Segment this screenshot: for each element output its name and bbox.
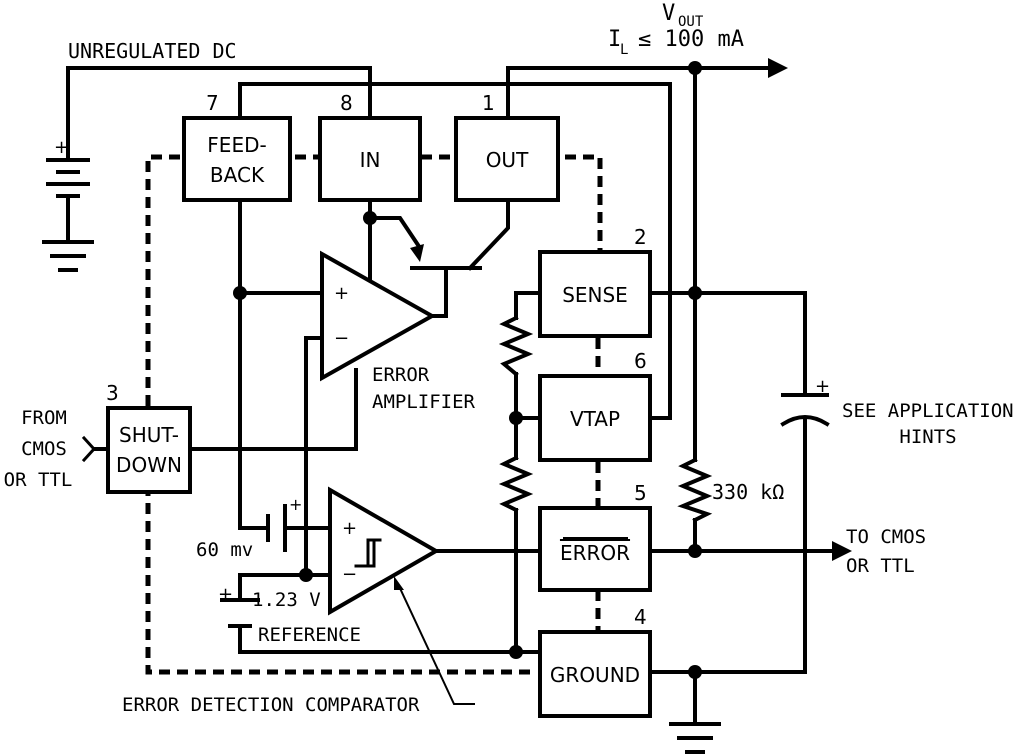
- comp-minus: −: [342, 564, 357, 585]
- supply-plus: +: [54, 137, 69, 158]
- pin-feedback: FEED- BACK 7: [182, 91, 292, 202]
- to-cmos-label-1: TO CMOS: [846, 526, 926, 548]
- unregulated-dc-label: UNREGULATED DC: [68, 39, 237, 63]
- pin-number-7: 7: [206, 91, 219, 115]
- error-amplifier: + −: [320, 250, 437, 382]
- comp-plus: +: [342, 518, 357, 539]
- amp-plus: +: [334, 283, 349, 304]
- vout-arrow: [768, 58, 788, 78]
- il-sub: L: [620, 42, 628, 58]
- output-capacitor: +: [780, 376, 830, 427]
- out-label: OUT: [486, 148, 529, 172]
- supply-battery: +: [46, 137, 90, 242]
- application-hints-label-2: HINTS: [899, 426, 956, 448]
- application-hints-label-1: SEE APPLICATION: [842, 400, 1014, 422]
- pin-out: OUT 1: [454, 91, 560, 202]
- capacitor-plus: +: [815, 376, 830, 397]
- reference-voltage-label: 1.23 V: [252, 589, 321, 611]
- in-label: IN: [360, 148, 381, 172]
- vtap-label: VTAP: [570, 407, 620, 431]
- vout-label: V OUT: [662, 1, 704, 30]
- resistor-divider-bottom: [498, 455, 534, 513]
- pin-number-4: 4: [634, 605, 647, 629]
- pin-vtap: VTAP 6: [538, 349, 652, 462]
- from-label-3: OR TTL: [4, 469, 73, 491]
- ground-icon: [669, 722, 721, 754]
- comparator-label: ERROR DETECTION COMPARATOR: [122, 694, 420, 716]
- reference-plus: +: [218, 584, 233, 605]
- pin-number-8: 8: [340, 91, 353, 115]
- pin-sense: SENSE 2: [538, 225, 652, 338]
- reference-battery: +: [218, 584, 260, 628]
- pin-number-6: 6: [634, 349, 647, 373]
- ground-label: GROUND: [550, 663, 640, 687]
- offset-plus: +: [289, 495, 302, 514]
- il-main: I: [608, 27, 621, 52]
- error-amplifier-label-1: ERROR: [372, 364, 430, 386]
- to-cmos-arrow: [832, 541, 852, 561]
- il-label: I L ≤ 100 mA: [608, 27, 744, 58]
- reference-label: REFERENCE: [258, 624, 361, 646]
- feedback-label-1: FEED-: [207, 133, 266, 157]
- pin-in: IN 8: [318, 91, 422, 202]
- wires: [66, 66, 837, 724]
- transistor-emitter-arrow: [410, 244, 424, 262]
- supply-ground-icon: [42, 240, 94, 272]
- pin-number-2: 2: [634, 225, 647, 249]
- resistor-330k: [677, 457, 713, 523]
- feedback-label-2: BACK: [210, 163, 265, 187]
- error-amplifier-label-2: AMPLIFIER: [372, 391, 476, 413]
- comparator-pointer: [394, 576, 475, 705]
- sense-label: SENSE: [562, 283, 628, 307]
- pin-number-3: 3: [106, 381, 119, 405]
- junctions: [233, 61, 702, 679]
- shutdown-input-chevron: [81, 435, 110, 463]
- offset-battery-60mv: +: [266, 495, 302, 552]
- vout-sub: OUT: [678, 14, 704, 30]
- pin-number-5: 5: [634, 481, 647, 505]
- resistor-divider-top: [498, 315, 534, 377]
- package-outline: [145, 154, 603, 675]
- shutdown-label-1: SHUT-: [119, 423, 179, 447]
- pin-number-1: 1: [482, 91, 495, 115]
- error-label: ERROR: [560, 541, 630, 565]
- from-label-2: CMOS: [21, 438, 67, 460]
- from-label-1: FROM: [21, 407, 67, 429]
- pin-shutdown: SHUT- DOWN 3: [106, 381, 192, 494]
- vout-main: V: [662, 1, 675, 26]
- pin-ground: GROUND 4: [538, 605, 652, 718]
- offset-60mv-label: 60 mv: [196, 539, 253, 561]
- error-comparator: + −: [328, 486, 441, 616]
- amp-minus: −: [334, 328, 349, 349]
- resistor-330k-label: 330 kΩ: [712, 480, 784, 504]
- il-rest: ≤ 100 mA: [638, 27, 744, 52]
- shutdown-label-2: DOWN: [116, 453, 182, 477]
- to-cmos-label-2: OR TTL: [846, 555, 915, 577]
- pin-error: ERROR 5: [538, 481, 652, 592]
